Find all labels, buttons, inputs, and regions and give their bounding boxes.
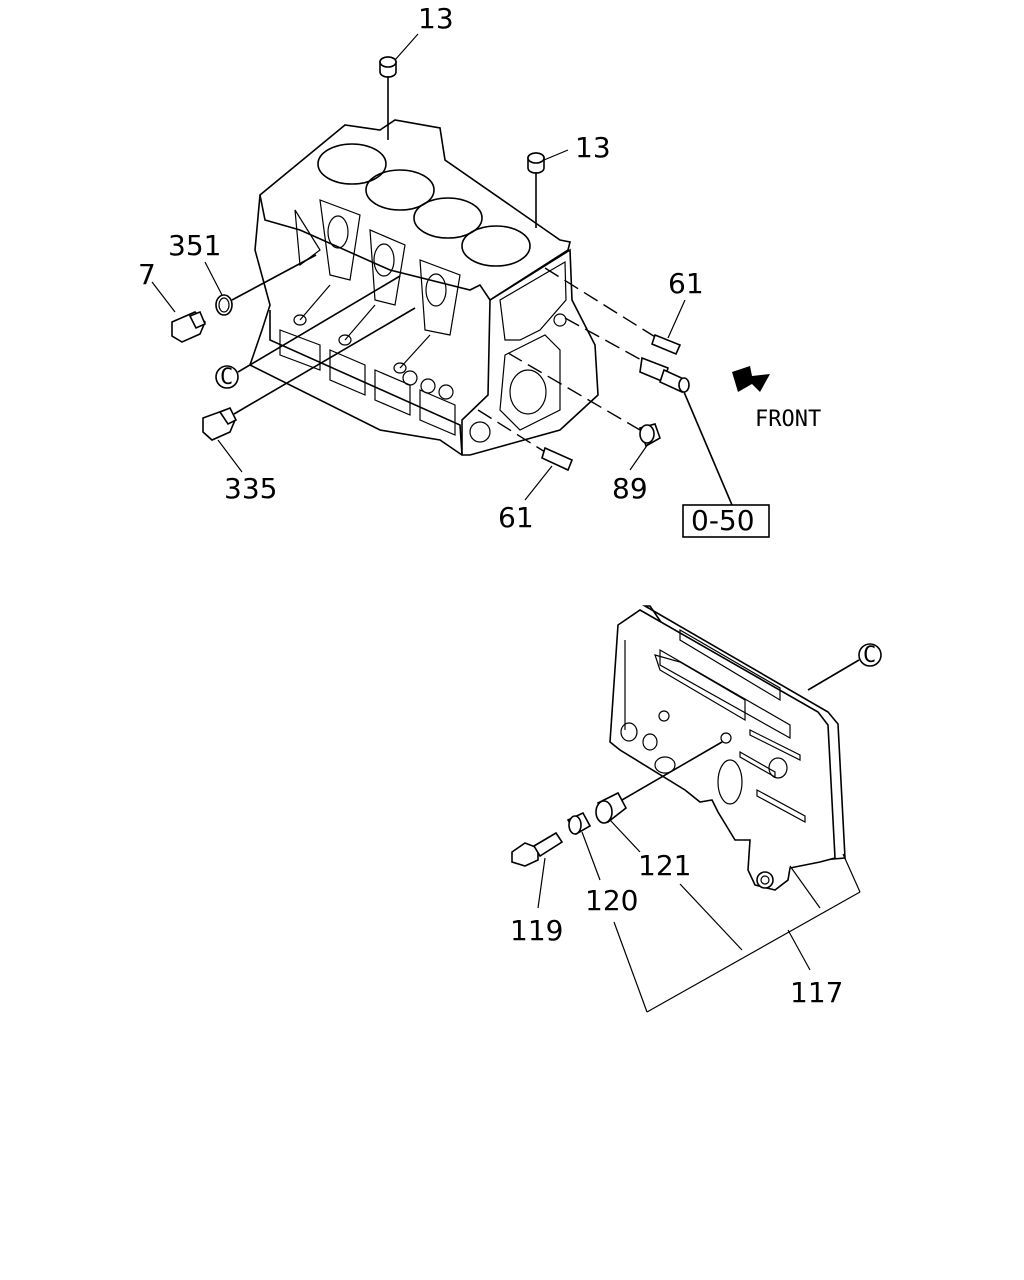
svg-text:C: C: [863, 643, 876, 668]
plug-335: [202, 307, 416, 473]
plug-13-top: [379, 33, 419, 140]
leader-117: [613, 853, 861, 1013]
front-arrow-icon: [732, 366, 770, 392]
plug-13-right: [527, 149, 569, 228]
callout-c-lower: C: [807, 643, 882, 691]
label-121: 121: [638, 849, 691, 882]
label-61-lower: 61: [498, 501, 534, 534]
dowel-61-lower: [477, 409, 574, 501]
label-335: 335: [224, 472, 277, 505]
front-label: FRONT: [755, 407, 821, 432]
reference-box: 0-50: [682, 504, 770, 538]
sleeve-120: [566, 811, 601, 881]
callout-c-upper: C: [215, 275, 401, 390]
svg-text:C: C: [220, 365, 233, 390]
bolt-119: [511, 831, 564, 909]
plug-7: [151, 281, 207, 343]
svg-text:0-50: 0-50: [691, 504, 755, 537]
cylinder-block-illustration: [249, 119, 599, 456]
plug-121: [595, 741, 723, 853]
label-13-top: 13: [418, 2, 454, 35]
label-351: 351: [168, 229, 221, 262]
label-117: 117: [790, 976, 843, 1009]
sensor-part: [564, 317, 733, 506]
label-89: 89: [612, 472, 648, 505]
label-61-upper: 61: [668, 267, 704, 300]
label-120: 120: [585, 884, 638, 917]
label-119: 119: [510, 914, 563, 947]
label-13-right: 13: [575, 131, 611, 164]
plug-89: [507, 352, 661, 471]
label-7: 7: [138, 258, 156, 291]
dowel-61-upper: [544, 267, 686, 356]
cover-plate-illustration: [609, 605, 846, 891]
washer-351: [204, 254, 317, 316]
